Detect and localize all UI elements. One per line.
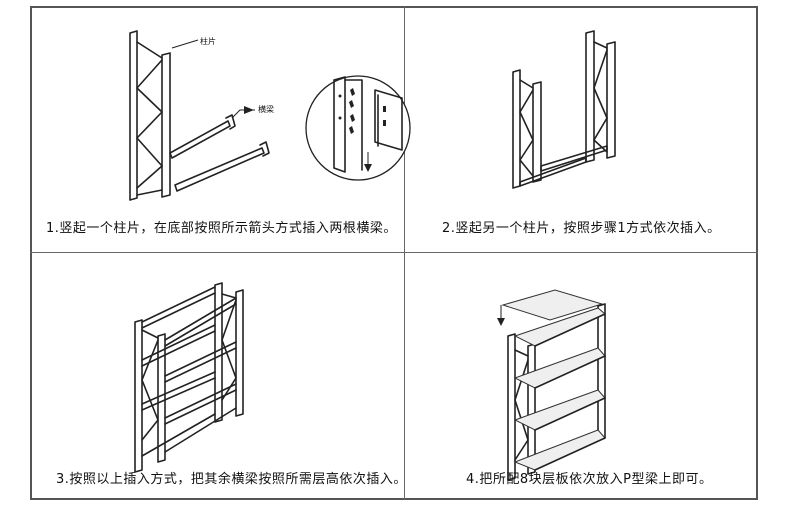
horizontal-divider <box>30 252 758 253</box>
step2-caption: 2.竖起另一个柱片，按照步骤1方式依次插入。 <box>442 221 721 236</box>
beam-label: 横梁 <box>258 105 274 114</box>
shelf-panel-dropping <box>501 289 604 321</box>
upright-label: 柱片 <box>200 37 216 46</box>
step1-caption: 1.竖起一个柱片，在底部按照所示箭头方式插入两根横梁。 <box>46 221 397 236</box>
step4-caption: 4.把所配8块层板依次放入P型梁上即可。 <box>466 472 713 487</box>
beam-connection-detail <box>305 75 411 181</box>
instruction-frame <box>30 6 758 500</box>
step1-upright-frame <box>129 30 171 201</box>
step1-leader-lines <box>171 39 255 119</box>
step3-caption: 3.按照以上插入方式，把其余横梁按照所需层高依次插入。 <box>56 472 407 487</box>
step2-illustration <box>512 30 616 189</box>
step3-illustration <box>134 282 244 473</box>
vertical-divider <box>404 6 405 500</box>
step1-illustration <box>129 30 270 201</box>
step1-beams <box>169 114 270 192</box>
step4-illustration <box>497 289 606 481</box>
